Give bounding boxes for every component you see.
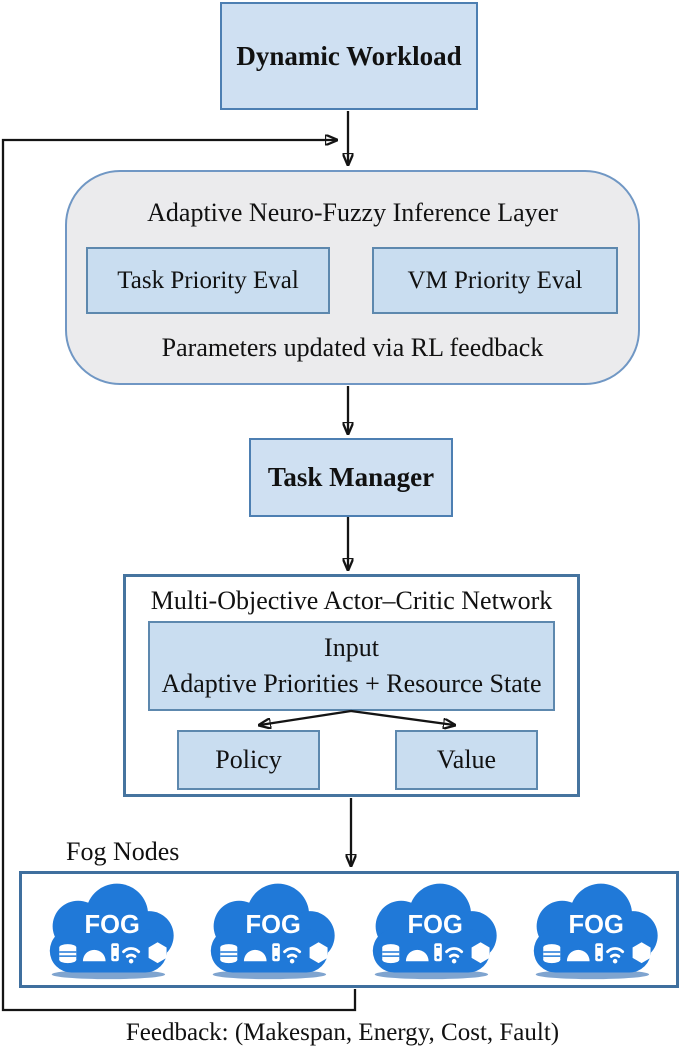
policy-label: Policy: [215, 745, 282, 774]
fog-cloud-label: FOG: [407, 910, 462, 938]
fog-cloud: FOG: [533, 883, 658, 979]
dynamic-workload-label: Dynamic Workload: [236, 40, 462, 71]
fog-cloud: FOG: [211, 883, 336, 979]
fog-nodes-section-label: Fog Nodes: [66, 837, 180, 866]
anfis-layer-title: Adaptive Neuro-Fuzzy Inference Layer: [147, 198, 558, 227]
fog-cloud-label: FOG: [568, 910, 623, 938]
task-priority-eval-box: Task Priority Eval: [86, 247, 330, 314]
value-box: Value: [395, 730, 538, 790]
fog-cloud-label: FOG: [85, 910, 140, 938]
fog-nodes-box: FOG FOG FOG FOG: [19, 871, 679, 988]
actor-critic-input-subtitle: Adaptive Priorities + Resource State: [161, 669, 542, 698]
vm-priority-eval-label: VM Priority Eval: [407, 266, 583, 294]
task-manager-box: Task Manager: [249, 438, 453, 517]
policy-box: Policy: [177, 730, 320, 790]
fog-cloud-label: FOG: [246, 910, 301, 938]
task-priority-eval-label: Task Priority Eval: [117, 266, 299, 294]
feedback-caption: Feedback: (Makespan, Energy, Cost, Fault…: [125, 1019, 560, 1046]
actor-critic-network-title: Multi-Objective Actor–Critic Network: [150, 586, 553, 615]
anfis-note: Parameters updated via RL feedback: [161, 333, 544, 362]
actor-critic-input-box: Input Adaptive Priorities + Resource Sta…: [148, 621, 555, 711]
vm-priority-eval-box: VM Priority Eval: [372, 247, 618, 314]
actor-critic-input-title: Input: [324, 632, 379, 662]
fog-cloud: FOG: [49, 883, 174, 979]
dynamic-workload-box: Dynamic Workload: [220, 2, 478, 110]
fog-cloud: FOG: [372, 883, 497, 979]
value-label: Value: [436, 745, 497, 774]
task-manager-label: Task Manager: [267, 462, 435, 492]
